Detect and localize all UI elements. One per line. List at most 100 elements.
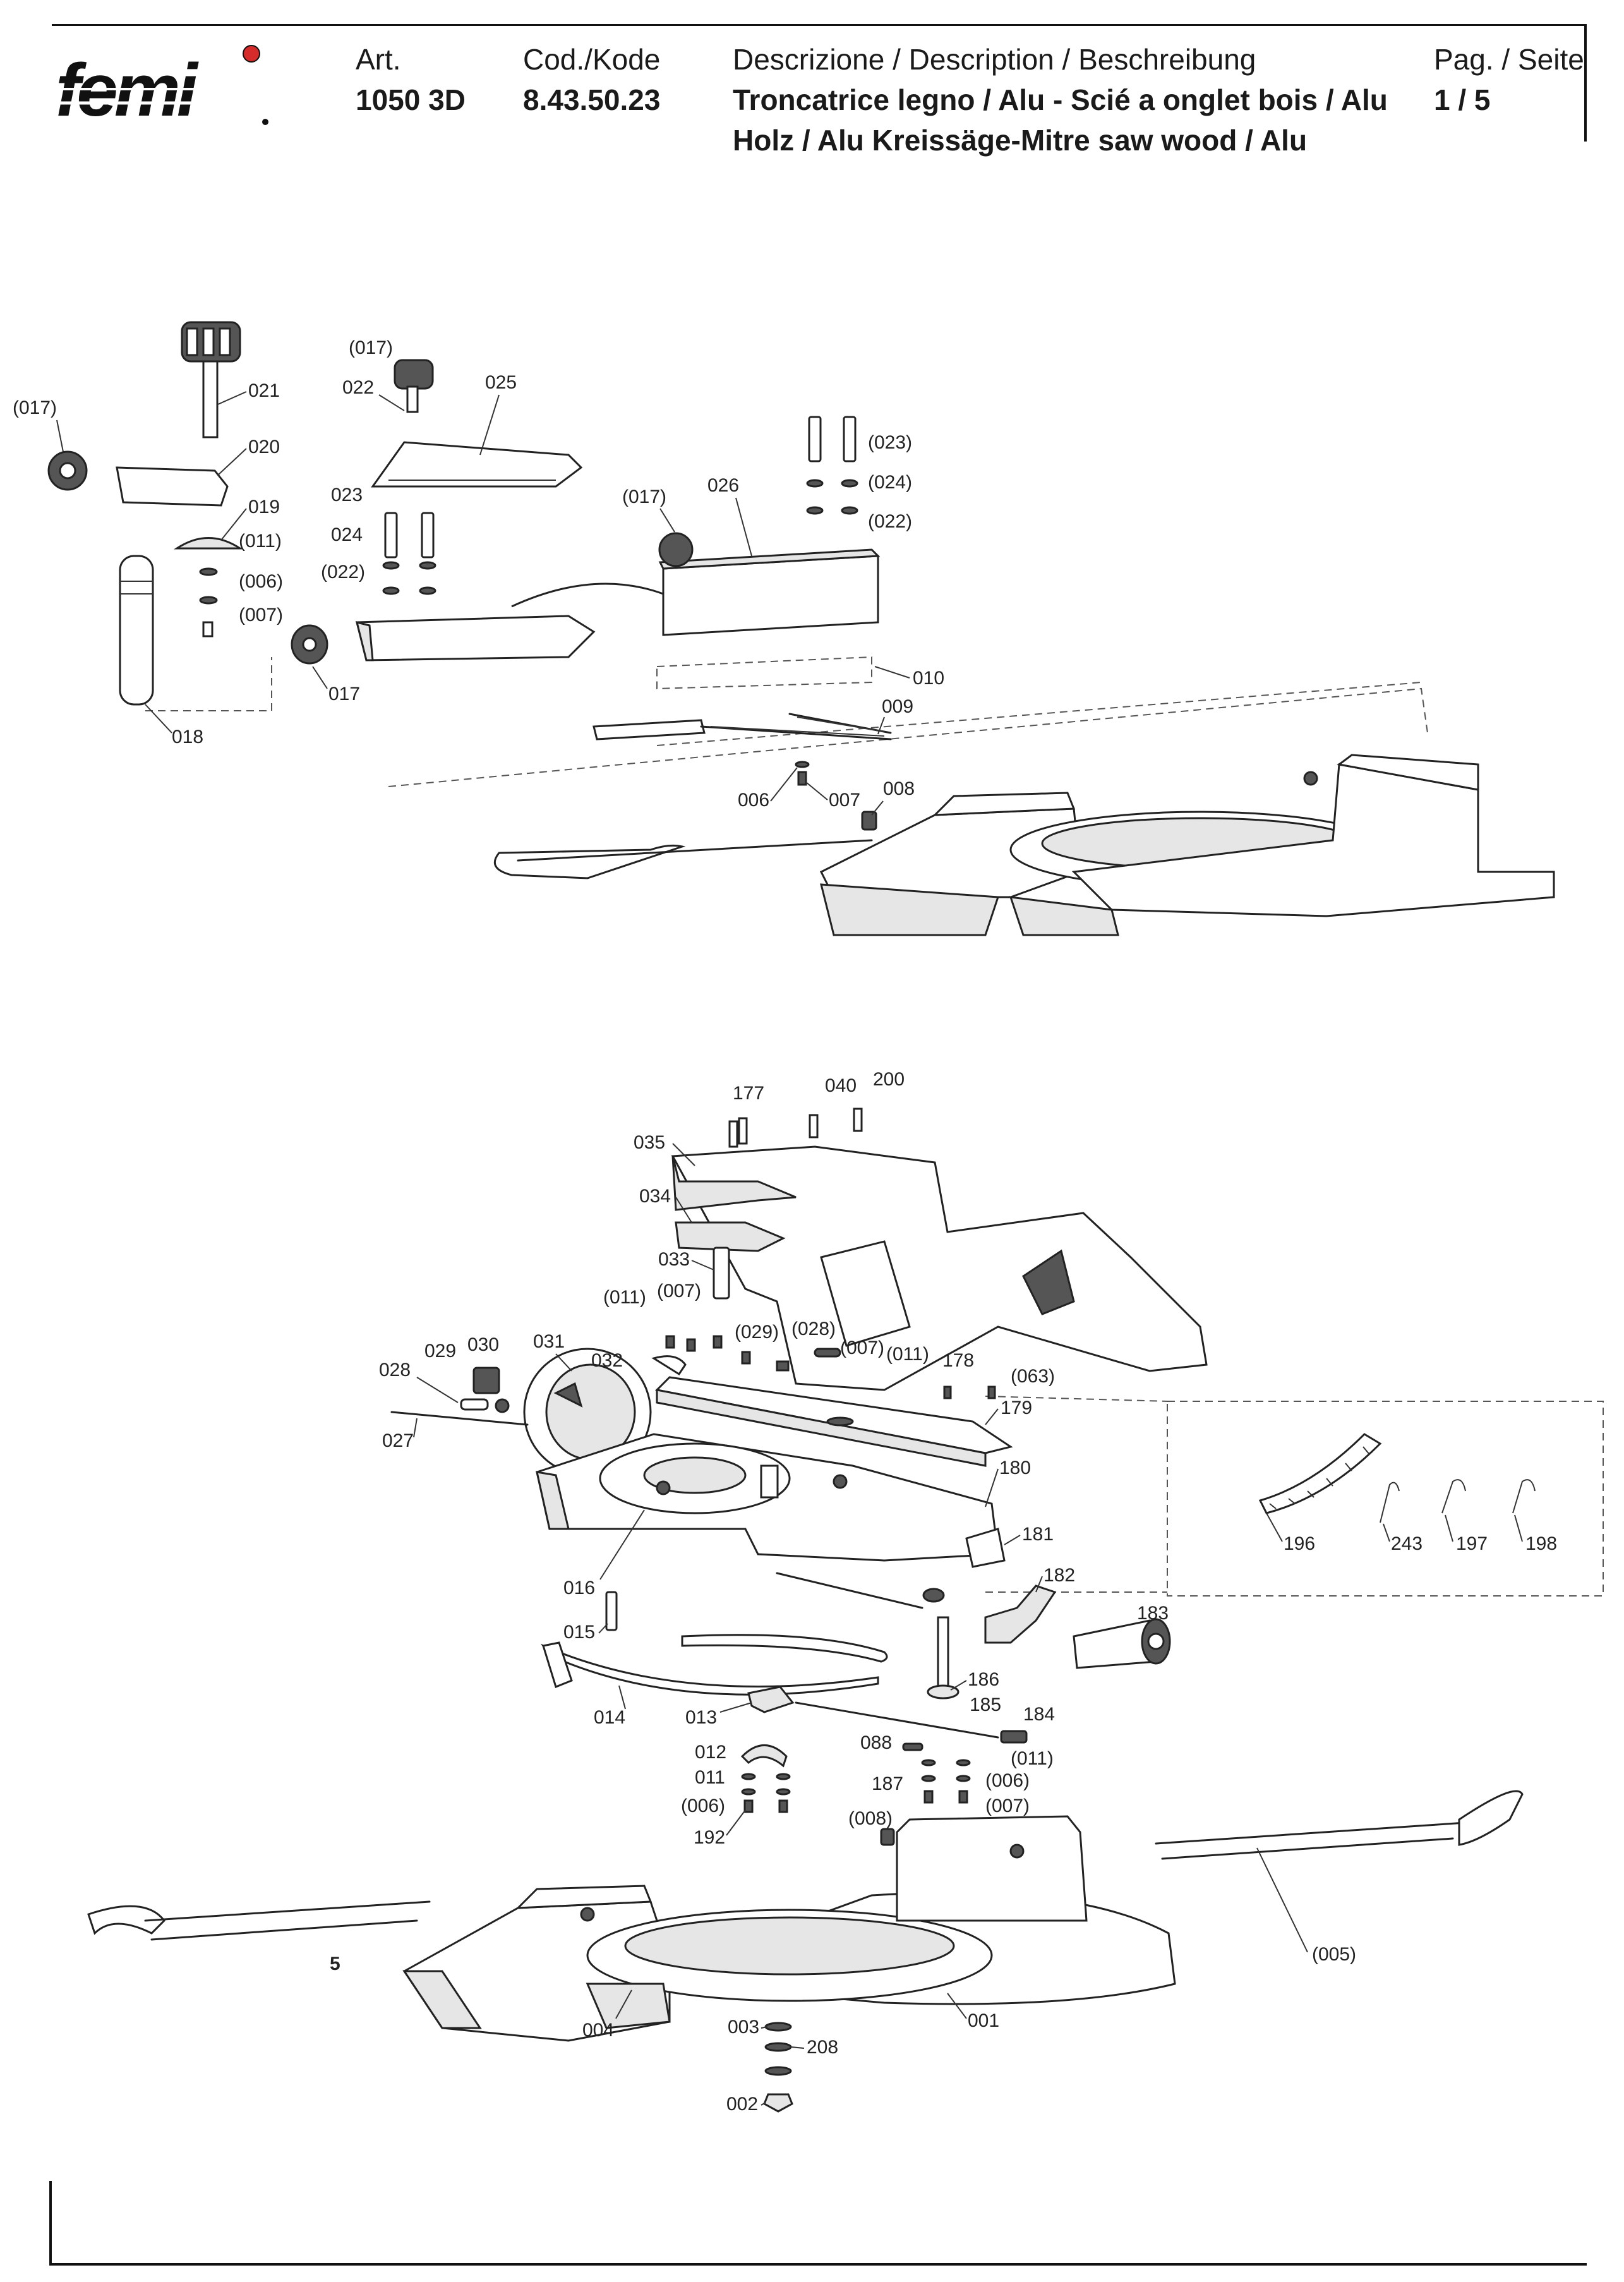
rod-180	[776, 1572, 923, 1609]
lower-assembly	[87, 1108, 1604, 2113]
callout-labels: (017) 021 (017) 022 025 020 019 (011) (0…	[13, 337, 1557, 2115]
callout-009: 009	[882, 696, 913, 717]
handle-183	[1073, 1618, 1171, 1669]
callout-184: 184	[1023, 1704, 1055, 1725]
callout-001: 001	[968, 2010, 999, 2031]
bolt-033	[713, 1247, 730, 1300]
fence-extension-025	[371, 441, 583, 488]
arm-housing-035	[671, 1145, 1208, 1391]
callout-063: (063)	[1011, 1366, 1055, 1387]
post-018	[119, 555, 154, 706]
callout-006b: 006	[738, 790, 769, 811]
clamp-arm-020	[116, 466, 229, 507]
upper-assembly	[47, 321, 1555, 936]
callout-017b: (017)	[349, 337, 393, 358]
callout-008b: (008)	[848, 1808, 893, 1829]
saw-base-upper	[493, 754, 1555, 936]
callout-024a: 024	[331, 524, 363, 545]
callout-192: 192	[694, 1827, 725, 1848]
callout-178: 178	[942, 1350, 974, 1371]
callout-016: 016	[563, 1578, 595, 1598]
callout-183: 183	[1137, 1603, 1169, 1624]
code-value: 8.43.50.23	[523, 83, 661, 116]
callout-022b: (022)	[321, 562, 365, 583]
callout-033: 033	[658, 1249, 690, 1270]
callout-011e: 011	[695, 1767, 725, 1788]
femi-logo: femi	[56, 45, 268, 132]
knob-017-top	[394, 359, 434, 413]
screw-186	[922, 1588, 959, 1699]
callout-017a: (017)	[13, 397, 57, 418]
callout-023b: (023)	[868, 432, 912, 453]
callout-017d: (017)	[622, 486, 666, 507]
pin-185	[795, 1701, 999, 1739]
callout-208: 208	[807, 2037, 838, 2058]
header-right-rule	[1584, 24, 1587, 142]
callout-200: 200	[873, 1069, 905, 1090]
callout-006d: (006)	[985, 1770, 1030, 1791]
lever-182	[984, 1585, 1057, 1644]
screw-015	[605, 1591, 618, 1631]
callout-021: 021	[248, 380, 280, 401]
spring-184	[1000, 1730, 1028, 1744]
clamp-012	[740, 1744, 788, 1768]
page-label: Pag. / Seite	[1434, 43, 1584, 76]
callout-010: 010	[913, 668, 944, 689]
callout-179: 179	[1001, 1398, 1032, 1418]
callout-029b: 029	[424, 1341, 456, 1361]
callout-197: 197	[1456, 1533, 1488, 1554]
callout-027: 027	[382, 1430, 414, 1451]
callout-177: 177	[733, 1083, 764, 1104]
callout-005: (005)	[1312, 1944, 1356, 1965]
saw-base-lower	[87, 1790, 1524, 2113]
callout-088: 088	[860, 1732, 892, 1753]
callout-031: 031	[533, 1331, 565, 1352]
art-column: Art. 1050 3D	[356, 39, 466, 120]
callout-013: 013	[685, 1707, 717, 1728]
bolts-023-right	[806, 416, 858, 515]
callout-024b: (024)	[868, 472, 912, 493]
callout-007a: (007)	[239, 605, 283, 625]
callout-006c: (006)	[681, 1796, 725, 1816]
footer-bottom-rule	[49, 2263, 1587, 2266]
hardware-row	[665, 1335, 996, 1399]
callout-011d: (011)	[1011, 1748, 1054, 1769]
callout-029a: (029)	[735, 1322, 779, 1343]
callout-030: 030	[467, 1334, 499, 1355]
callout-020: 020	[248, 437, 280, 457]
callout-023a: 023	[331, 485, 363, 505]
page-column: Pag. / Seite 1 / 5	[1434, 39, 1584, 120]
springs-inset	[1258, 1433, 1536, 1523]
callout-185: 185	[970, 1694, 1001, 1715]
callout-002: 002	[726, 2094, 758, 2115]
header-top-rule	[52, 24, 1585, 26]
callout-003: 003	[728, 2017, 759, 2038]
knob-017-center	[291, 624, 328, 665]
description-label: Descrizione / Description / Beschreibung	[733, 43, 1256, 76]
clip-013	[747, 1686, 795, 1713]
callout-5: 5	[330, 1953, 340, 1974]
callout-007e: (007)	[985, 1796, 1030, 1816]
callout-035: 035	[634, 1132, 665, 1153]
bolts-023-left	[382, 512, 436, 595]
plate-010	[656, 656, 872, 690]
callout-011b: (011)	[603, 1287, 646, 1308]
callout-004: 004	[582, 2020, 614, 2041]
callout-014: 014	[594, 1707, 625, 1728]
callout-198: 198	[1525, 1533, 1557, 1554]
callout-017c: 017	[328, 684, 360, 704]
screws-006-007-008	[795, 761, 877, 831]
description-line-2: Holz / Alu Kreissäge-Mitre saw wood / Al…	[733, 124, 1308, 157]
washers-011-006-007	[199, 567, 218, 637]
code-label: Cod./Kode	[523, 43, 661, 76]
spring-243-icon	[1380, 1482, 1400, 1523]
spring-198-icon	[1512, 1479, 1536, 1514]
callout-182: 182	[1044, 1565, 1075, 1586]
footer-left-rule	[49, 2181, 52, 2264]
motor-side-parts	[390, 1348, 687, 1476]
knob-screw-021	[181, 321, 241, 438]
screws-177-040-200	[728, 1108, 863, 1148]
callout-012: 012	[695, 1742, 726, 1763]
arc-014	[540, 1643, 879, 1696]
